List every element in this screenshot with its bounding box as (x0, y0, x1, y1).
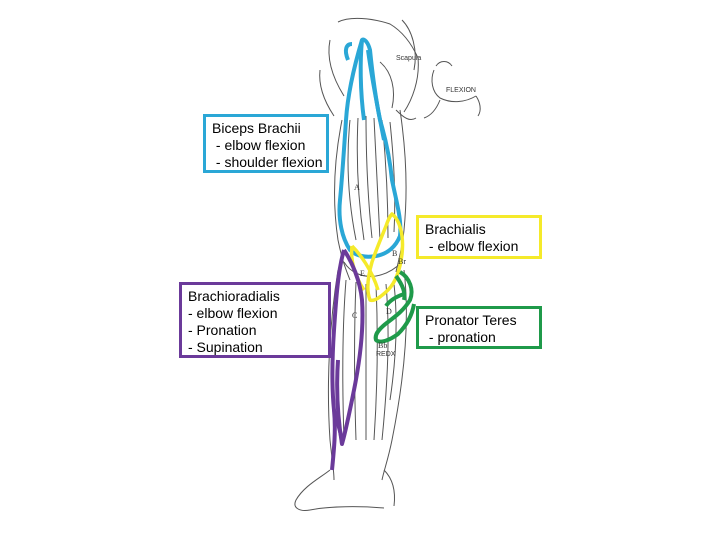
label-title-pronator-teres: Pronator Teres (425, 312, 517, 328)
sketch-letter-br: Br (398, 257, 406, 266)
label-function-pronator-1: - pronation (425, 329, 496, 345)
label-function-brachioradialis-3: - Supination (188, 339, 263, 355)
sketch-letter-b: B (392, 249, 397, 258)
sketch-letter-bb: Bb (378, 341, 387, 350)
sketch-text-scapula: Scapula (396, 55, 421, 62)
label-function-brachioradialis-1: - elbow flexion (188, 305, 278, 321)
sketch-letter-d: D (386, 307, 392, 316)
arm-sketch (294, 17, 481, 511)
biceps-outline (337, 37, 403, 259)
pronator-teres-outline (373, 270, 416, 344)
label-function-brachialis-1: - elbow flexion (425, 238, 519, 254)
label-title-biceps-brachii: Biceps Brachii (212, 120, 301, 136)
sketch-text-reduction: REDX (376, 351, 396, 358)
sketch-letter-a: A (354, 183, 360, 192)
brachioradialis-outline (330, 248, 365, 471)
sketch-letter-e: E (360, 269, 365, 278)
label-box-brachialis: Brachialis - elbow flexion (416, 215, 542, 259)
label-box-brachioradialis: Brachioradialis - elbow flexion - Pronat… (179, 282, 331, 358)
label-function-biceps-1: - elbow flexion (212, 137, 306, 153)
label-box-pronator-teres: Pronator Teres - pronation (416, 306, 542, 349)
sketch-text-flexion: FLEXION (446, 87, 476, 94)
label-title-brachioradialis: Brachioradialis (188, 288, 280, 304)
label-title-brachialis: Brachialis (425, 221, 486, 237)
label-function-biceps-2: - shoulder flexion (212, 154, 323, 170)
label-function-brachioradialis-2: - Pronation (188, 322, 257, 338)
sketch-letter-c: C (352, 311, 357, 320)
label-box-biceps-brachii: Biceps Brachii - elbow flexion - shoulde… (203, 114, 329, 173)
